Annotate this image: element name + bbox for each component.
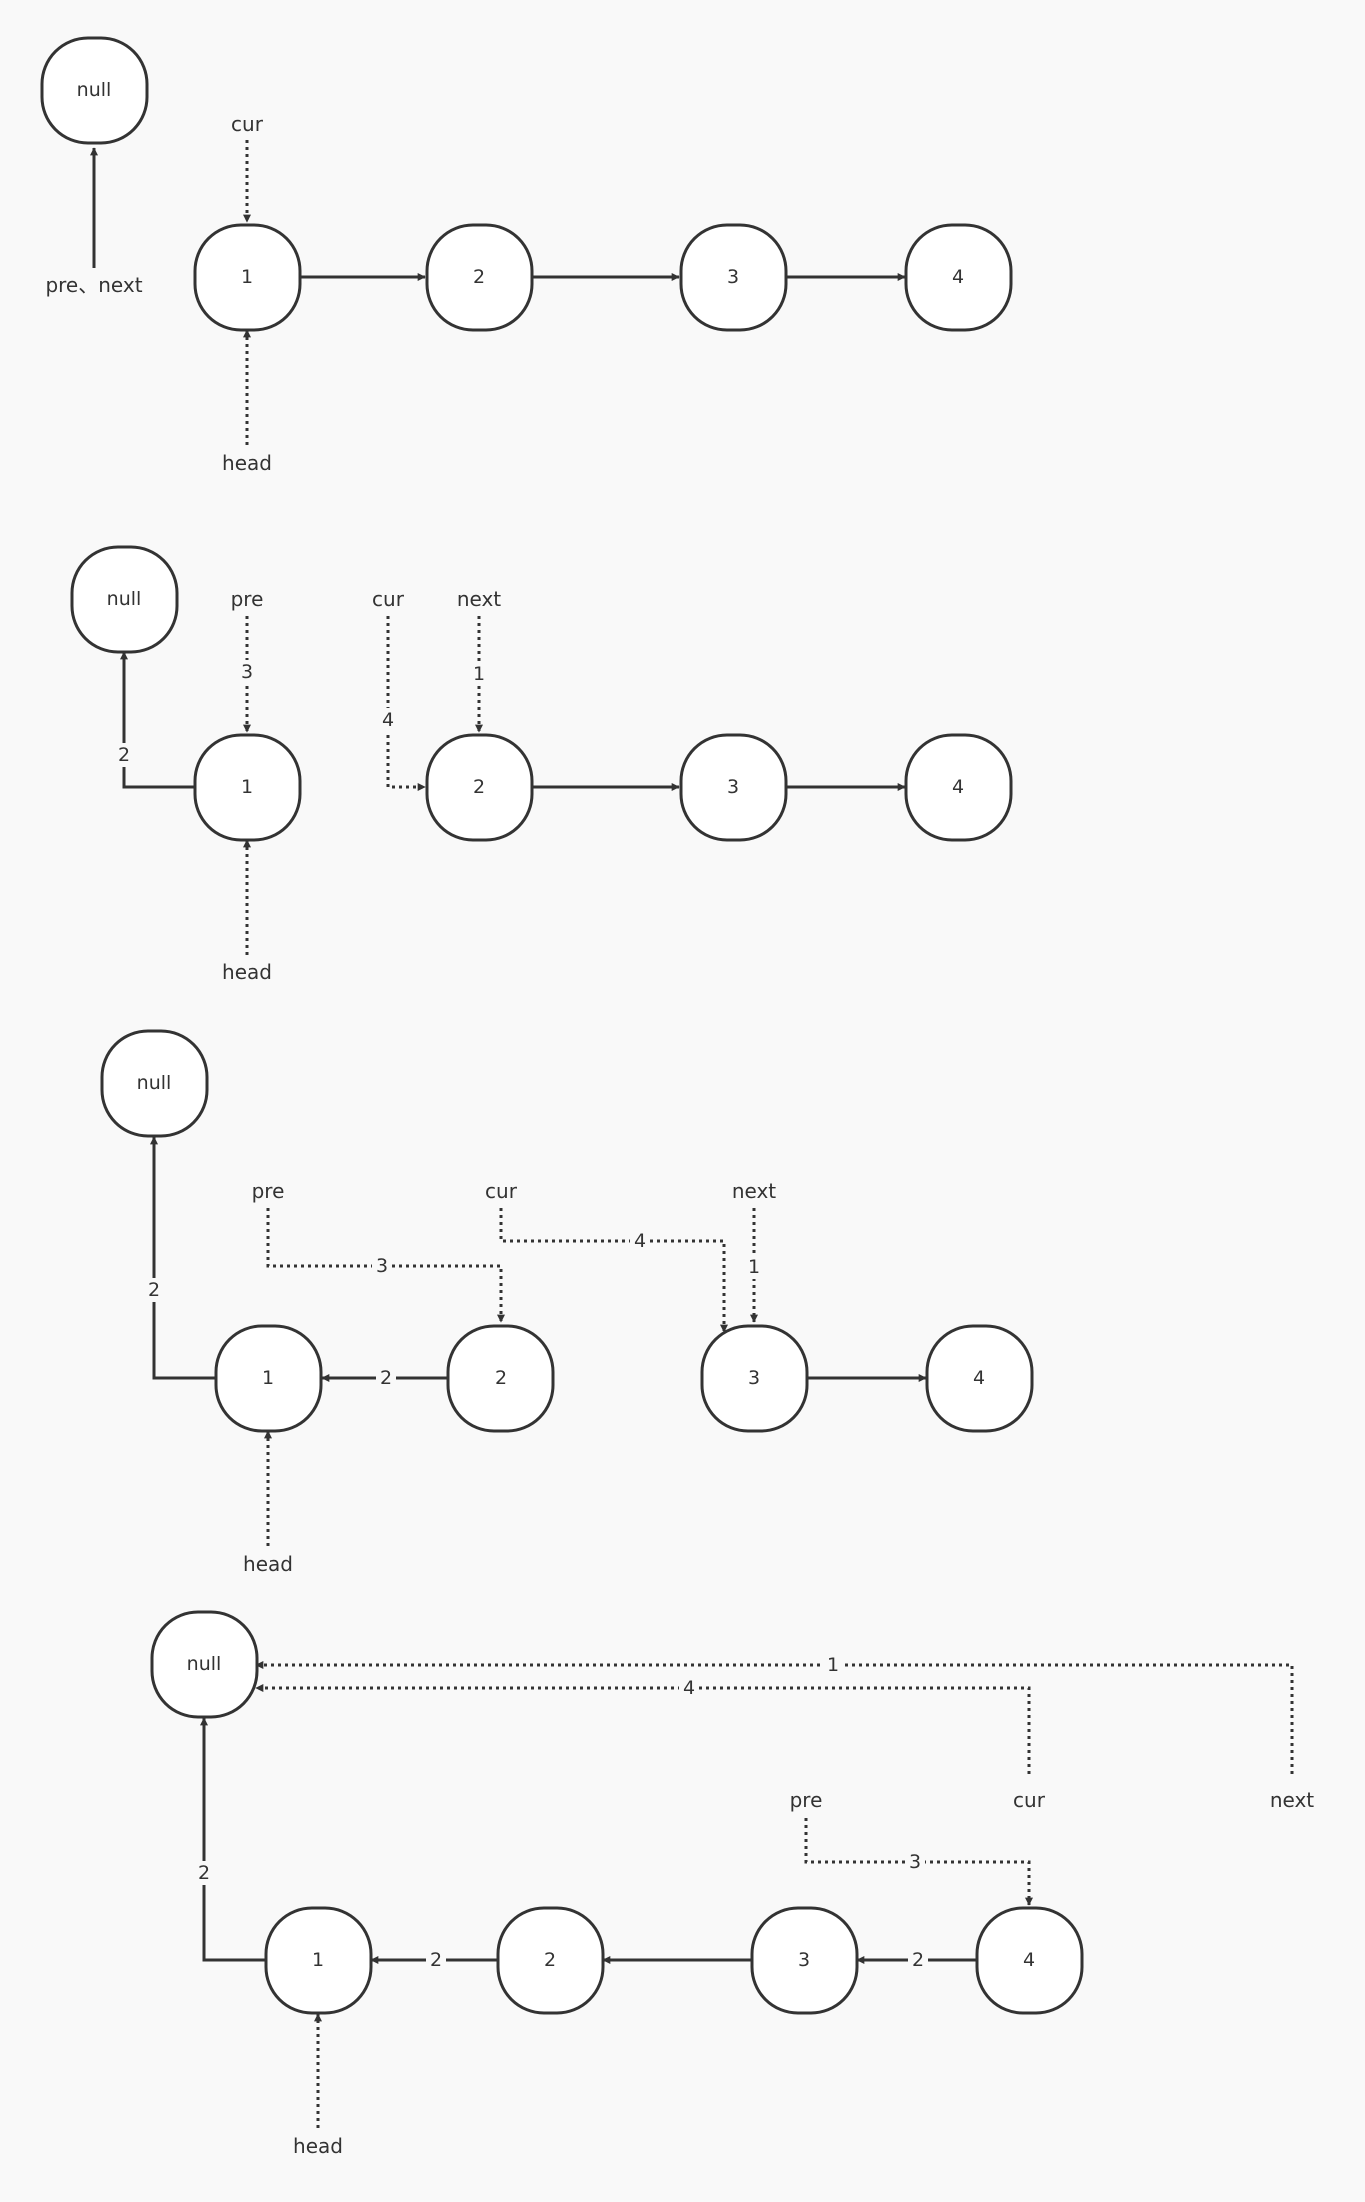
- pointer-cur: cur: [231, 112, 264, 136]
- node-label: 1: [262, 1367, 274, 1389]
- step-1: null 1 2 3 4 cur pre、next head: [40, 36, 1013, 475]
- node-label: null: [187, 1653, 222, 1675]
- node-label: 4: [1023, 1949, 1035, 1971]
- node-null: null: [150, 1610, 259, 1719]
- node-label: 3: [798, 1949, 810, 1971]
- edge-label: 2: [380, 1367, 392, 1389]
- edge-label: 4: [634, 1230, 646, 1252]
- node-4: 4: [904, 733, 1013, 842]
- node-2: 2: [425, 223, 534, 332]
- node-3: 3: [679, 733, 788, 842]
- edge-cur-to-node-3: [499, 1208, 728, 1333]
- node-1: 1: [193, 223, 302, 332]
- step-2: 2 3 4 1 null 1 2 3 4: [70, 545, 1013, 984]
- node-label: 2: [473, 266, 485, 288]
- step-4: 1 4 2 3 2 2 null 1 2: [150, 1610, 1314, 2158]
- edge-label: 2: [148, 1279, 160, 1301]
- edge-label: 1: [473, 663, 485, 685]
- pointer-pre: pre: [790, 1788, 823, 1812]
- node-label: 2: [473, 776, 485, 798]
- edge-label: 2: [118, 744, 130, 766]
- node-4: 4: [975, 1906, 1084, 2015]
- pointer-cur: cur: [1013, 1788, 1046, 1812]
- edge-label: 2: [912, 1949, 924, 1971]
- node-label: 4: [952, 776, 964, 798]
- node-1: 1: [264, 1906, 373, 2015]
- node-2: 2: [425, 733, 534, 842]
- node-4: 4: [925, 1324, 1034, 1433]
- edge-label: 1: [748, 1256, 760, 1278]
- node-null: null: [100, 1029, 209, 1138]
- node-3: 3: [700, 1324, 809, 1433]
- edge-label: 2: [198, 1862, 210, 1884]
- pointer-head: head: [222, 960, 272, 984]
- node-label: 3: [727, 776, 739, 798]
- node-label: 2: [495, 1367, 507, 1389]
- edge-pre-to-node-2: [266, 1208, 505, 1323]
- node-label: 1: [241, 776, 253, 798]
- node-2: 2: [446, 1324, 555, 1433]
- node-1: 1: [193, 733, 302, 842]
- node-label: null: [107, 588, 142, 610]
- pointer-pre-next: pre、next: [45, 273, 142, 297]
- edge-cur-to-node-2: [386, 616, 426, 791]
- edge-label: 4: [382, 709, 394, 731]
- step-3: 2 2 3 4 1 null 1 2 3: [100, 1029, 1034, 1576]
- node-3: 3: [750, 1906, 859, 2015]
- pointer-head: head: [222, 451, 272, 475]
- edge-node-1-to-null: [200, 1717, 266, 1962]
- node-label: null: [77, 79, 112, 101]
- edge-node-1-to-null: [150, 1136, 216, 1380]
- node-3: 3: [679, 223, 788, 332]
- edge-label: 2: [430, 1949, 442, 1971]
- pointer-next: next: [1270, 1788, 1314, 1812]
- node-label: 4: [973, 1367, 985, 1389]
- node-label: 3: [727, 266, 739, 288]
- edge-label: 1: [827, 1654, 839, 1676]
- node-1: 1: [214, 1324, 323, 1433]
- pointer-pre: pre: [231, 587, 264, 611]
- node-null: null: [70, 545, 179, 654]
- pointer-next: next: [457, 587, 501, 611]
- node-label: 3: [748, 1367, 760, 1389]
- pointer-cur: cur: [485, 1179, 518, 1203]
- node-2: 2: [496, 1906, 605, 2015]
- node-null: null: [40, 36, 149, 145]
- edge-label: 3: [376, 1255, 388, 1277]
- edge-node-1-to-null: [120, 651, 195, 789]
- node-label: 1: [312, 1949, 324, 1971]
- node-label: 4: [952, 266, 964, 288]
- edge-label: 4: [683, 1677, 695, 1699]
- edge-next-to-null: [255, 1661, 1294, 1774]
- edge-cur-to-null: [255, 1684, 1031, 1774]
- node-label: 1: [241, 266, 253, 288]
- node-4: 4: [904, 223, 1013, 332]
- edge-label: 3: [909, 1851, 921, 1873]
- pointer-next: next: [732, 1179, 776, 1203]
- pointer-head: head: [293, 2134, 343, 2158]
- pointer-head: head: [243, 1552, 293, 1576]
- node-label: 2: [544, 1949, 556, 1971]
- node-label: null: [137, 1072, 172, 1094]
- pointer-pre: pre: [252, 1179, 285, 1203]
- edge-label: 3: [241, 661, 253, 683]
- pointer-cur: cur: [372, 587, 405, 611]
